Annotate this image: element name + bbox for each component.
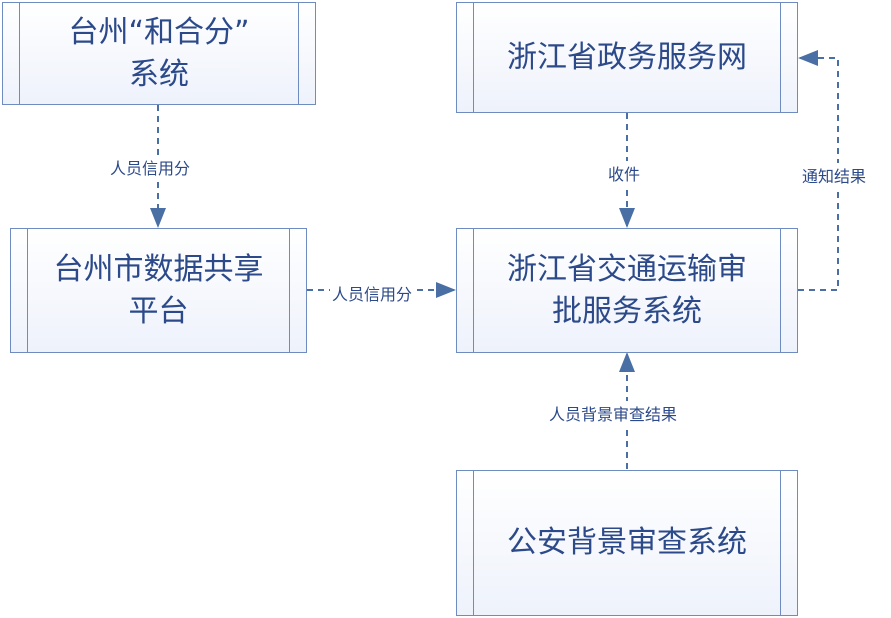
node-approval-system: 浙江省交通运输审 批服务系统	[456, 228, 798, 353]
edge-label-credit1: 人员信用分	[108, 155, 193, 179]
node-gov-service: 浙江省政务服务网	[456, 2, 798, 113]
node-police-check: 公安背景审查系统	[456, 470, 798, 616]
edge-label-credit2: 人员信用分	[330, 281, 415, 305]
edge-label-notify: 通知结果	[800, 163, 869, 187]
edge-label-receive: 收件	[606, 161, 643, 185]
edge-label-background: 人员背景审查结果	[547, 401, 680, 425]
node-label: 台州市数据共享 平台	[53, 251, 264, 329]
node-label: 浙江省政务服务网	[507, 39, 747, 75]
node-label: 浙江省交通运输审 批服务系统	[507, 251, 747, 329]
node-label: 台州“和合分” 系统	[68, 14, 250, 92]
node-label: 公安背景审查系统	[507, 525, 747, 560]
node-share-platform: 台州市数据共享 平台	[10, 228, 307, 353]
node-hehefen-system: 台州“和合分” 系统	[2, 2, 316, 105]
